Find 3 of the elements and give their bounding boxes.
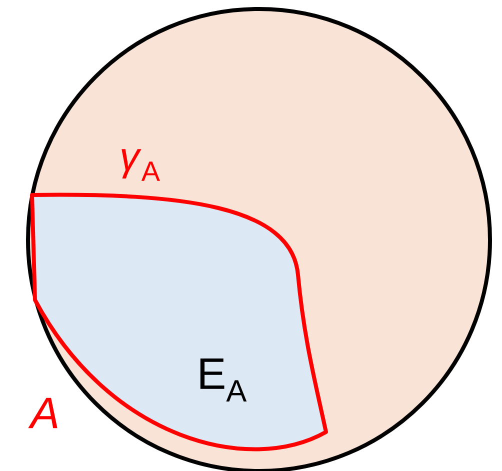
label: E$_{A}$ <box>200 358 247 402</box>
label: A <box>28 398 58 428</box>
label: γ$_{A}$ <box>122 149 160 181</box>
